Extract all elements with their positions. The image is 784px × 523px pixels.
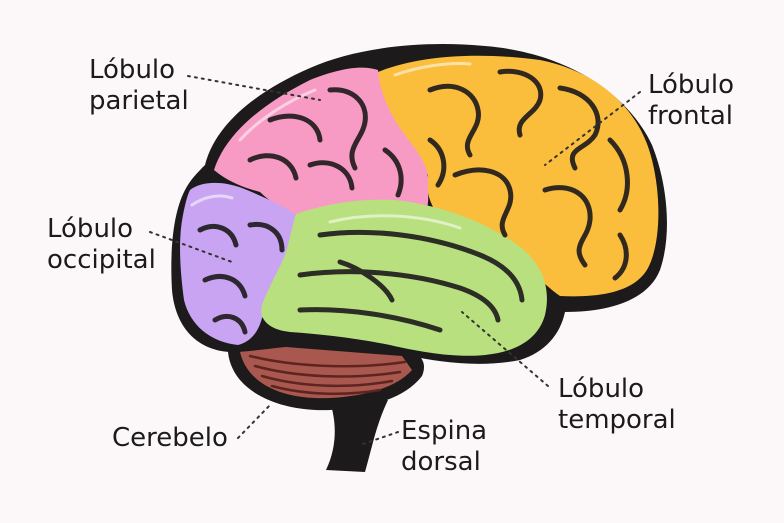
label-parietal-lobe: Lóbulo parietal [89,55,189,117]
label-line: temporal [558,405,676,435]
label-line: parietal [89,86,189,116]
label-line: Cerebelo [112,423,228,453]
label-line: occipital [47,245,156,275]
label-spinal-cord: Espina dorsal [401,416,487,478]
spinal-cord [326,400,388,472]
label-line: Lóbulo [648,70,735,100]
leader-cerebellum [237,402,273,439]
label-occipital-lobe: Lóbulo occipital [47,214,156,276]
label-line: dorsal [401,447,481,477]
label-line: frontal [648,101,734,131]
label-line: Espina [401,416,488,446]
label-temporal-lobe: Lóbulo temporal [558,374,676,436]
leader-parietal [187,75,321,101]
leader-temporal [461,311,549,387]
label-line: Lóbulo [47,214,134,244]
label-frontal-lobe: Lóbulo frontal [648,70,734,132]
leader-frontal [544,91,641,166]
leader-spinal [359,431,399,446]
label-line: Lóbulo [558,374,645,404]
cerebellum [228,338,425,411]
label-line: Lóbulo [89,55,176,85]
frontal-lobe [378,55,659,297]
leader-occipital [149,231,233,263]
label-cerebellum: Cerebelo [112,423,228,454]
